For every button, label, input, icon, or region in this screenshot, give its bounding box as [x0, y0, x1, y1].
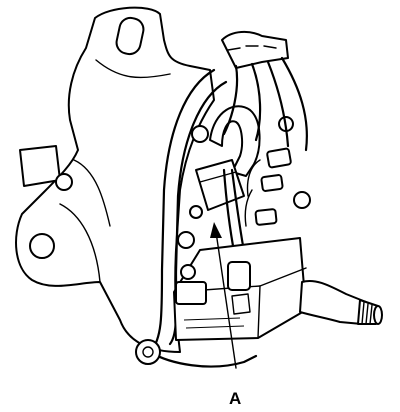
wire-harness [221, 30, 308, 152]
distributor-housing [15, 6, 215, 353]
side-tab [19, 145, 61, 187]
drive-shaft [299, 280, 383, 325]
internal-components [177, 30, 311, 264]
callout-a: A [210, 222, 241, 408]
leader-arrowhead-a [210, 222, 222, 238]
ignition-coil [173, 237, 307, 341]
rim-screw [135, 339, 161, 365]
mounting-hole-left [29, 233, 55, 259]
coil-terminal [175, 281, 207, 305]
coil-connector [227, 261, 251, 291]
callout-label-a: A [229, 389, 241, 408]
mounting-slot-top [115, 16, 145, 56]
tab-bolt [55, 173, 73, 191]
leader-line-a [215, 231, 237, 369]
terminal-connectors [244, 116, 311, 227]
